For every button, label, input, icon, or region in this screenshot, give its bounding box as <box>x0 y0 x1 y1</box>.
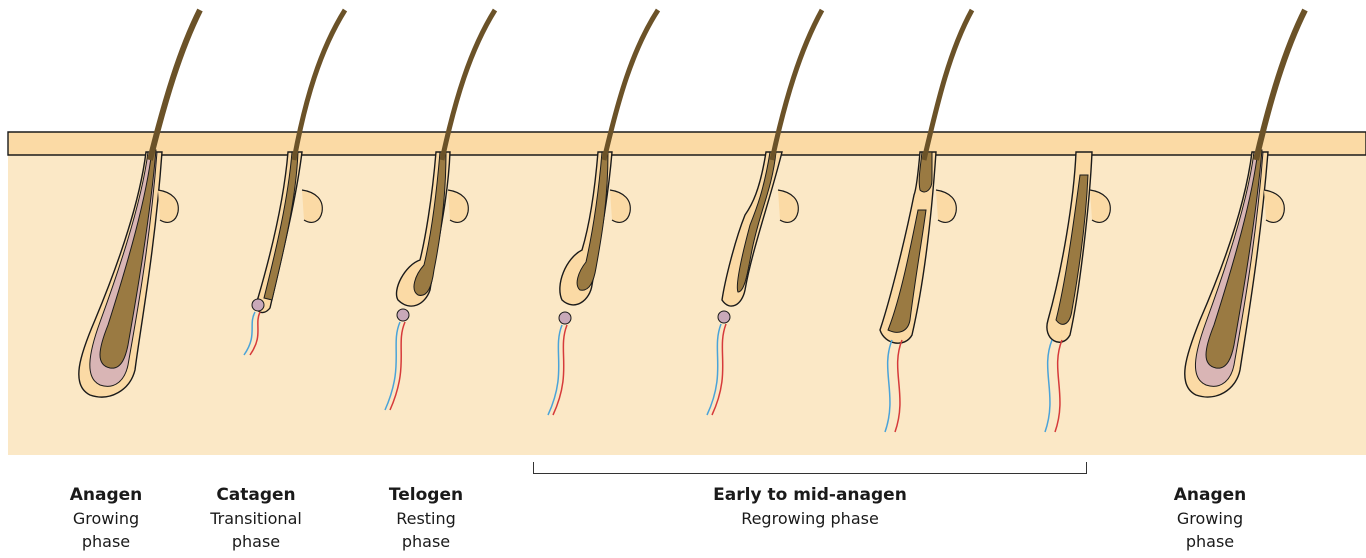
stage-label-anagen-1: Anagen Growing phase <box>26 484 186 553</box>
stage-desc-line1: Growing <box>26 507 186 530</box>
stage-title: Early to mid-anagen <box>700 484 920 507</box>
dermal-papilla <box>559 312 571 324</box>
stage-desc-line2: phase <box>176 530 336 553</box>
stage-desc-line1: Resting <box>346 507 506 530</box>
stage-title: Telogen <box>346 484 506 507</box>
dermis-layer <box>8 150 1366 455</box>
dermal-papilla <box>397 309 409 321</box>
stage-desc-line2: phase <box>1130 530 1290 553</box>
stage-title: Catagen <box>176 484 336 507</box>
stage-title: Anagen <box>26 484 186 507</box>
stage-desc-line2: phase <box>26 530 186 553</box>
stage-title: Anagen <box>1130 484 1290 507</box>
stage-desc-line1: Transitional <box>176 507 336 530</box>
stage-desc-line1: Growing <box>1130 507 1290 530</box>
dermal-papilla <box>718 311 730 323</box>
early-to-mid-anagen-bracket <box>533 462 1087 474</box>
dermal-papilla <box>252 299 264 311</box>
stage-label-catagen: Catagen Transitional phase <box>176 484 336 553</box>
stage-desc-line2: phase <box>346 530 506 553</box>
stage-desc-line1: Regrowing phase <box>700 507 920 530</box>
stage-label-early-to-mid-anagen: Early to mid-anagen Regrowing phase <box>700 484 920 530</box>
epidermis-layer <box>8 132 1366 155</box>
stage-label-telogen: Telogen Resting phase <box>346 484 506 553</box>
stage-label-anagen-2: Anagen Growing phase <box>1130 484 1290 553</box>
